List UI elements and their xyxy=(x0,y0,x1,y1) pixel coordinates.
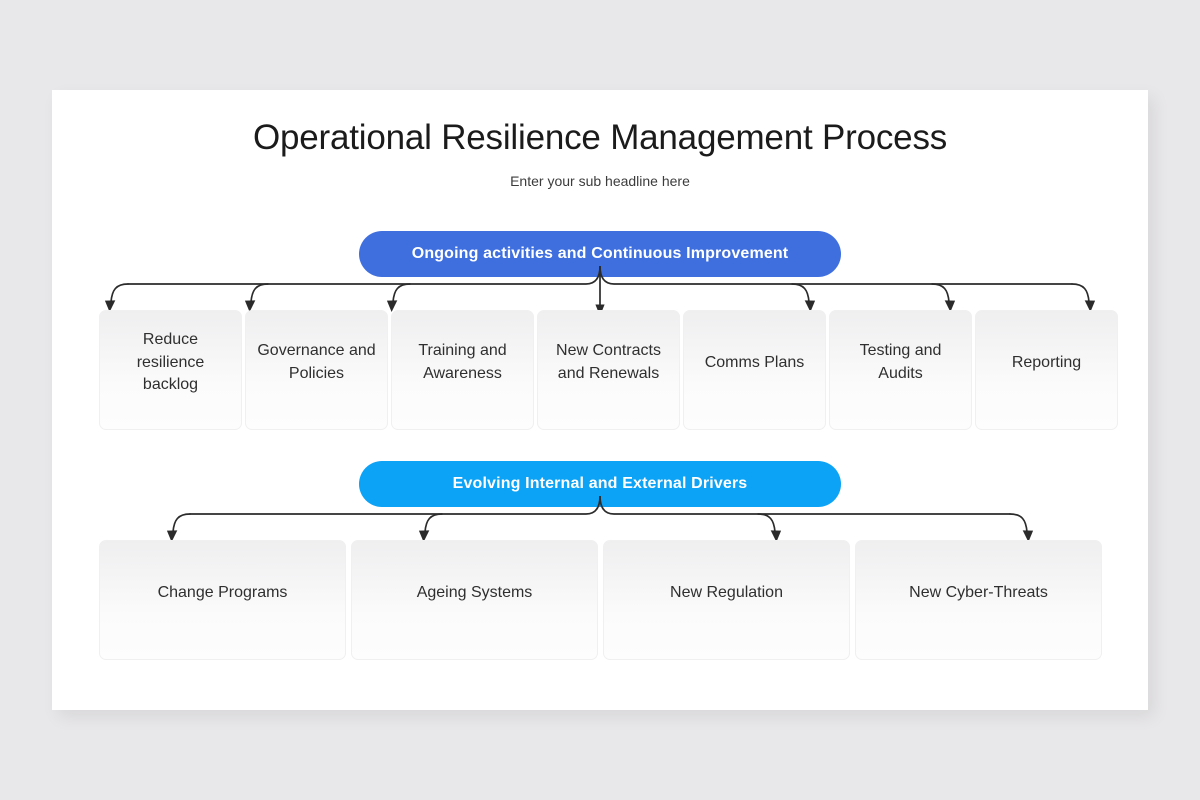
card-label: Reduce resilience backlog xyxy=(136,330,205,394)
card-new-regulation[interactable]: New Regulation xyxy=(603,540,850,660)
card-label: Testing and Audits xyxy=(859,342,942,382)
card-governance-and-policies[interactable]: Governance and Policies xyxy=(245,310,388,430)
banner-evolving-drivers-label: Evolving Internal and External Drivers xyxy=(452,475,748,492)
card-label: New Contracts and Renewals xyxy=(556,342,661,382)
banner-ongoing-activities-label: Ongoing activities and Continuous Improv… xyxy=(411,245,789,262)
banner-ongoing-activities[interactable]: Ongoing activities and Continuous Improv… xyxy=(359,231,841,277)
card-label: Change Programs xyxy=(157,583,288,601)
card-reduce-resilience-backlog[interactable]: Reduce resilience backlog xyxy=(99,310,242,430)
card-reporting[interactable]: Reporting xyxy=(975,310,1118,430)
slide-canvas: Operational Resilience Management Proces… xyxy=(52,90,1148,710)
card-comms-plans[interactable]: Comms Plans xyxy=(683,310,826,430)
banner-evolving-drivers[interactable]: Evolving Internal and External Drivers xyxy=(359,461,841,507)
card-new-cyber-threats[interactable]: New Cyber-Threats xyxy=(855,540,1102,660)
card-label: Training and Awareness xyxy=(418,342,507,382)
card-ageing-systems[interactable]: Ageing Systems xyxy=(351,540,598,660)
card-label: Ageing Systems xyxy=(416,583,533,601)
card-label: New Regulation xyxy=(670,583,783,601)
card-testing-and-audits[interactable]: Testing and Audits xyxy=(829,310,972,430)
card-label: Reporting xyxy=(1011,353,1082,371)
page-title: Operational Resilience Management Proces… xyxy=(252,118,948,157)
card-label: New Cyber-Threats xyxy=(909,583,1048,601)
card-training-and-awareness[interactable]: Training and Awareness xyxy=(391,310,534,430)
card-label: Governance and Policies xyxy=(257,342,376,382)
page-subtitle: Enter your sub headline here xyxy=(510,173,690,189)
card-label: Comms Plans xyxy=(704,353,805,371)
card-new-contracts-and-renewals[interactable]: New Contracts and Renewals xyxy=(537,310,680,430)
card-change-programs[interactable]: Change Programs xyxy=(99,540,346,660)
